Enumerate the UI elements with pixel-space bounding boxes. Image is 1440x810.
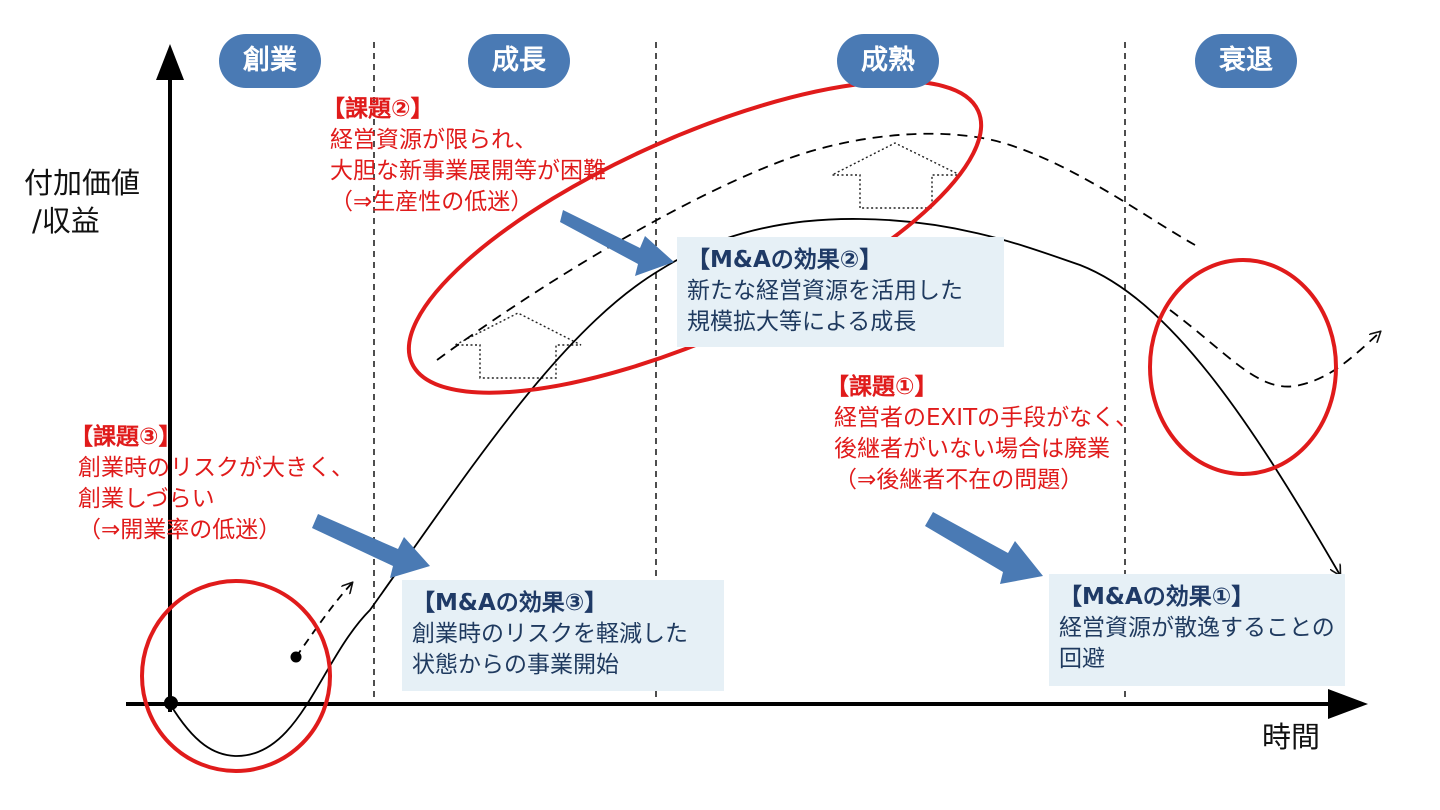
issue-3-title: 【課題③】: [70, 424, 182, 450]
issue-1-title: 【課題①】: [826, 374, 938, 400]
startup-point: [290, 651, 302, 663]
effect-2-line1: 新たな経営資源を活用した: [687, 278, 963, 304]
issue-1-line2: 後継者がいない場合は廃業: [834, 436, 1110, 462]
improvement-arrow-maturity: [831, 142, 961, 209]
issue-1-line1: 経営者のEXITの手段がなく、: [834, 405, 1139, 431]
issue-2-title: 【課題②】: [322, 96, 434, 122]
x-axis-arrowhead: [1328, 689, 1368, 719]
effect-box-2: 【M&Aの効果②】 新たな経営資源を活用した 規模拡大等による成長: [677, 237, 1004, 347]
origin-point: [164, 696, 178, 710]
stage-maturity: 成熟: [837, 34, 939, 88]
effect-box-1: 【M&Aの効果①】 経営資源が散逸することの 回避: [1049, 574, 1345, 686]
business-lifecycle-curve: [169, 218, 1340, 757]
y-axis-label-line1: 付加価値: [24, 166, 141, 200]
highlight-ellipse-decline: [1148, 258, 1338, 476]
effect-arrow-1: [925, 512, 1043, 584]
issue-3-line1: 創業時のリスクが大きく、: [78, 455, 354, 481]
effect-box-3: 【M&Aの効果③】 創業時のリスクを軽減した 状態からの事業開始: [402, 580, 724, 691]
stage-decline: 衰退: [1195, 34, 1297, 88]
effect-3-line2: 状態からの事業開始: [412, 652, 619, 678]
effect-arrow-2: [560, 210, 674, 276]
improvement-arrow-growth: [454, 312, 582, 379]
stage-founding: 創業: [219, 34, 321, 88]
effect-2-title: 【M&Aの効果②】: [687, 247, 883, 273]
effect-1-title: 【M&Aの効果①】: [1059, 584, 1255, 610]
issue-2-line2: 大胆な新事業展開等が困難: [330, 158, 606, 184]
y-axis-label: 付加価値 /収益: [24, 164, 140, 240]
y-axis-label-line2: /収益: [32, 204, 100, 238]
effect-arrow-3: [312, 514, 430, 578]
y-axis-arrowhead: [156, 44, 184, 80]
stage-growth: 成長: [468, 34, 570, 88]
x-axis-label: 時間: [1262, 720, 1321, 754]
startup-acceleration-curve: [295, 583, 352, 658]
highlight-ellipse-startup: [140, 579, 332, 773]
issue-2-line3: （⇒生産性の低迷）: [330, 189, 534, 215]
improved-growth-curve: [436, 132, 1196, 361]
effect-1-line2: 回避: [1059, 646, 1105, 672]
effect-2-line2: 規模拡大等による成長: [687, 309, 917, 335]
issue-3-line2: 創業しづらい: [78, 486, 215, 512]
issue-3-line3: （⇒開業率の低迷）: [78, 517, 282, 543]
decline-avoidance-curve: [1169, 309, 1380, 388]
issue-2-line1: 経営資源が限られ、: [330, 127, 538, 153]
issue-1-line3: （⇒後継者不在の問題）: [834, 467, 1084, 493]
effect-1-line1: 経営資源が散逸することの: [1059, 615, 1335, 641]
issue-2: 【課題②】 経営資源が限られ、 大胆な新事業展開等が困難 （⇒生産性の低迷）: [322, 94, 606, 218]
effect-3-line1: 創業時のリスクを軽減した: [412, 621, 688, 647]
effect-3-title: 【M&Aの効果③】: [412, 590, 608, 616]
issue-3: 【課題③】 創業時のリスクが大きく、 創業しづらい （⇒開業率の低迷）: [70, 422, 354, 546]
issue-1: 【課題①】 経営者のEXITの手段がなく、 後継者がいない場合は廃業 （⇒後継者…: [826, 372, 1139, 496]
